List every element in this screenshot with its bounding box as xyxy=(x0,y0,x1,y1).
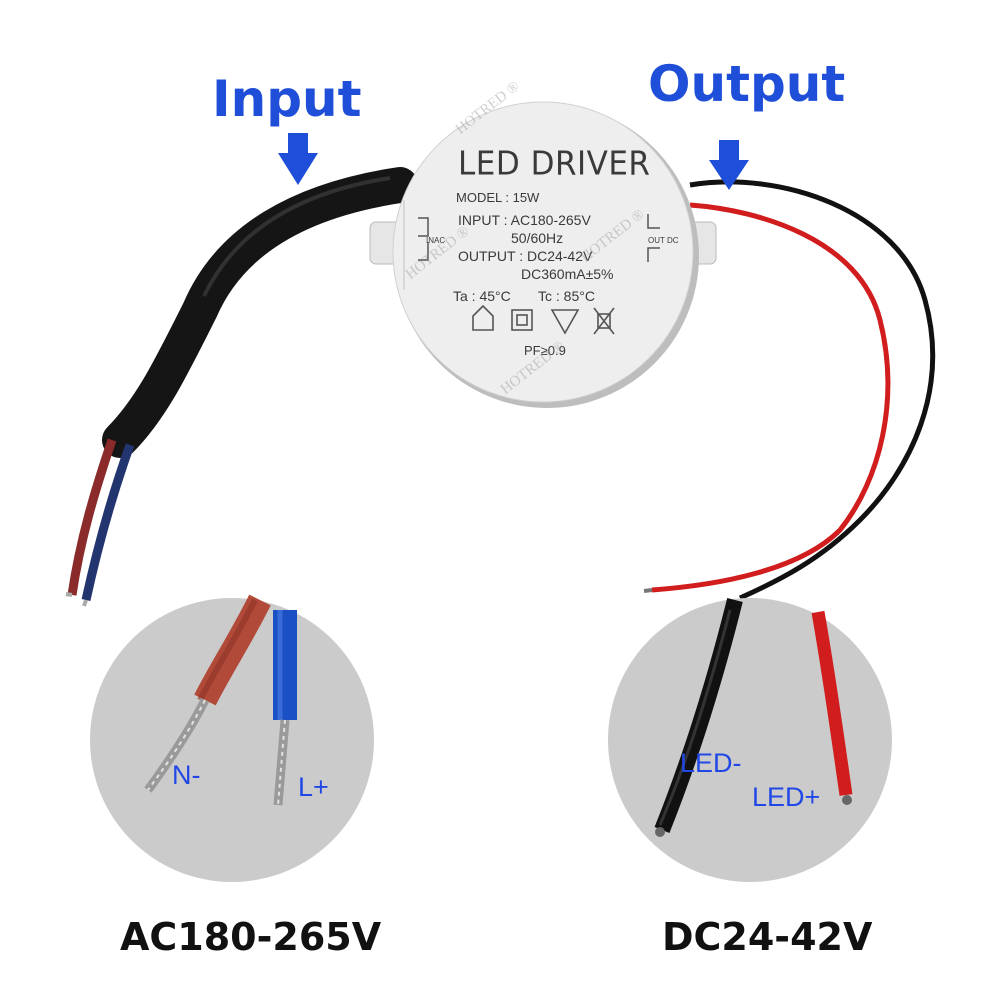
input-callout: Input xyxy=(212,70,362,128)
detail-red-wire xyxy=(811,610,853,796)
output-terminal-symbol xyxy=(647,214,660,262)
output-red-tip xyxy=(643,588,653,593)
output-arrow-icon xyxy=(709,140,749,190)
input-wire-brown xyxy=(67,438,117,596)
detail-black-wire xyxy=(654,598,743,833)
live-wire-label: L+ xyxy=(298,772,329,802)
driver-current: DC360mA±5% xyxy=(521,266,614,282)
input-wire-tip-1 xyxy=(65,592,73,597)
driver-model: MODEL : 15W xyxy=(456,190,540,205)
driver-frequency: 50/60Hz xyxy=(511,230,564,246)
input-cable-highlight xyxy=(202,176,391,297)
input-cable xyxy=(102,167,418,458)
driver-ta: Ta : 45°C xyxy=(453,288,511,304)
output-callout: Output xyxy=(648,55,846,113)
led-negative-label: LED- xyxy=(680,748,742,778)
output-wire-red xyxy=(651,202,891,593)
input-wire-tip-2 xyxy=(82,599,88,607)
neutral-wire-label: N- xyxy=(172,760,201,790)
input-terminal-symbol xyxy=(418,217,429,261)
double-insulation-icon xyxy=(511,309,533,331)
detail-black-tip xyxy=(655,827,665,837)
driver-tc: Tc : 85°C xyxy=(538,288,595,304)
driver-input-spec: INPUT : AC180-265V xyxy=(458,212,591,228)
driver-title: LED DRIVER xyxy=(458,145,651,183)
house-icon xyxy=(472,304,494,331)
driver-input-terminal: INAC xyxy=(426,236,446,245)
output-wire-black xyxy=(689,179,936,601)
driver-pf: PF≥0.9 xyxy=(524,343,566,358)
detail-red-tip xyxy=(842,795,852,805)
output-voltage-label: DC24-42V xyxy=(662,915,873,959)
driver-output-terminal: OUT DC xyxy=(648,236,679,245)
f-mark-icon xyxy=(550,309,580,335)
output-detail-circle xyxy=(608,598,892,882)
detail-brown-wire-shade xyxy=(197,598,258,702)
led-positive-label: LED+ xyxy=(752,782,821,812)
input-arrow-icon xyxy=(278,133,318,185)
input-detail-circle xyxy=(90,598,374,882)
weee-bin-icon xyxy=(593,307,615,335)
detail-brown-wire xyxy=(194,594,271,706)
driver-output-spec: OUTPUT : DC24-42V xyxy=(458,248,593,264)
input-wire-blue xyxy=(81,443,135,601)
driver-body xyxy=(369,101,717,408)
input-voltage-label: AC180-265V xyxy=(120,915,382,959)
